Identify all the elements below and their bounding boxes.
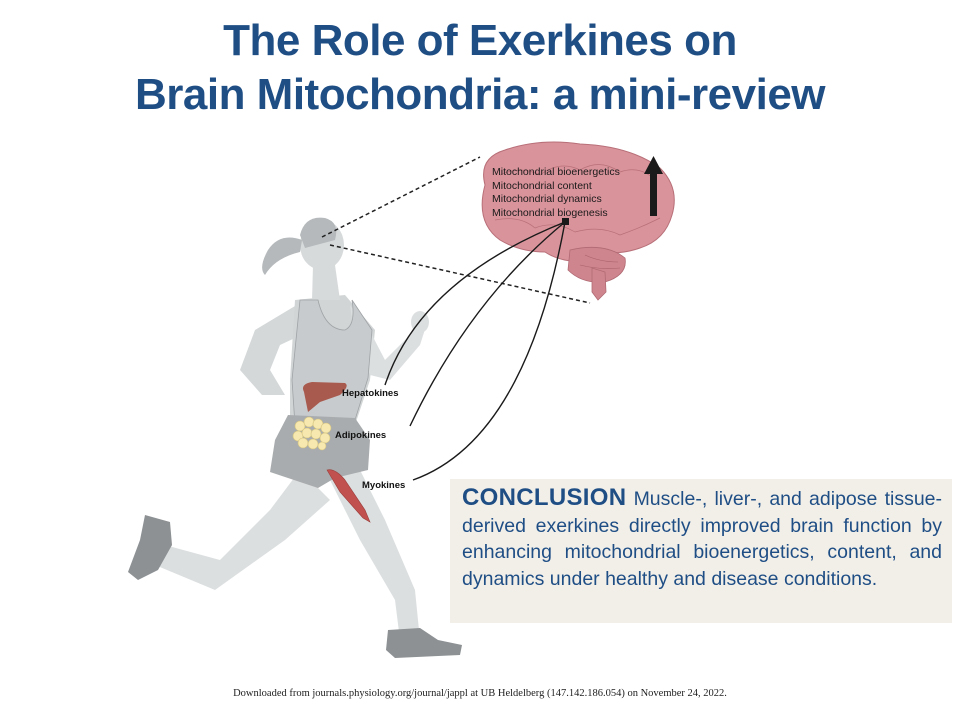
adipokines-label: Adipokines bbox=[335, 430, 387, 441]
muscle-icon bbox=[326, 469, 371, 523]
download-footer: Downloaded from journals.physiology.org/… bbox=[233, 688, 727, 699]
hepatokines-label: Hepatokines bbox=[342, 388, 399, 399]
effect-bioenergetics: Mitochondrial bioenergetics bbox=[492, 166, 620, 178]
title-line-1: The Role of Exerkines on bbox=[223, 16, 737, 65]
conclusion-box: CONCLUSION Muscle-, liver-, and adipose … bbox=[450, 479, 952, 623]
effect-dynamics: Mitochondrial dynamics bbox=[492, 193, 602, 205]
arrow-convergence-point bbox=[562, 218, 569, 225]
mitochondrial-effects-list: Mitochondrial bioenergetics Mitochondria… bbox=[492, 166, 620, 220]
title-line-2: Brain Mitochondria: a mini-review bbox=[134, 70, 826, 119]
exerkine-arrows bbox=[384, 221, 566, 481]
brain-illustration bbox=[481, 141, 675, 301]
zoom-line-bottom bbox=[329, 244, 591, 304]
zoom-line-top bbox=[321, 156, 481, 238]
runner-figure bbox=[128, 217, 462, 658]
up-arrow-icon bbox=[644, 156, 663, 216]
effect-biogenesis: Mitochondrial biogenesis bbox=[492, 206, 608, 219]
conclusion-text: Muscle-, liver-, and adipose tissue-deri… bbox=[462, 488, 943, 590]
myokines-label: Myokines bbox=[362, 480, 406, 491]
effect-content: Mitochondrial content bbox=[492, 179, 592, 192]
conclusion-heading: CONCLUSION bbox=[462, 484, 627, 511]
adipose-tissue-icon bbox=[292, 416, 332, 451]
page-title: The Role of Exerkines on Brain Mitochond… bbox=[0, 14, 960, 122]
